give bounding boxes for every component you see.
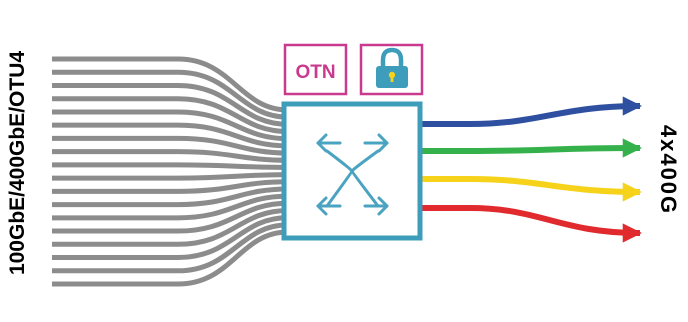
otn-label: OTN (295, 62, 335, 83)
input-fiber (52, 179, 289, 194)
input-fiber (52, 149, 289, 163)
input-fiber (52, 207, 289, 247)
input-fiber (52, 229, 289, 287)
output-rate-label: 4x400G (656, 125, 681, 215)
input-fiber (52, 222, 289, 274)
input-fiber (52, 135, 289, 156)
input-fiber (52, 56, 289, 113)
cross-connect-arrows-icon (316, 133, 389, 216)
output-lane-arrow (420, 176, 642, 202)
input-fiber (52, 109, 289, 142)
otn-badge: OTN (283, 43, 348, 96)
input-fiber (52, 82, 289, 127)
input-fiber (52, 215, 289, 261)
input-interface-label: 100GbE/400GbE/OTU4 (6, 51, 29, 275)
input-fiber (52, 122, 289, 149)
input-fiber (52, 96, 289, 135)
input-fiber (52, 69, 289, 120)
output-lanes (420, 96, 642, 243)
lock-icon (376, 47, 408, 88)
input-fiber (52, 186, 289, 208)
lock-badge (359, 43, 424, 96)
input-fiber-bundle (52, 56, 289, 287)
input-fiber (52, 162, 289, 170)
output-lane-arrow (420, 96, 642, 127)
input-fiber (52, 193, 289, 221)
input-fiber (52, 200, 289, 234)
output-lane-arrow (420, 205, 642, 243)
output-lane-arrow (420, 138, 642, 158)
input-fiber (52, 172, 289, 181)
